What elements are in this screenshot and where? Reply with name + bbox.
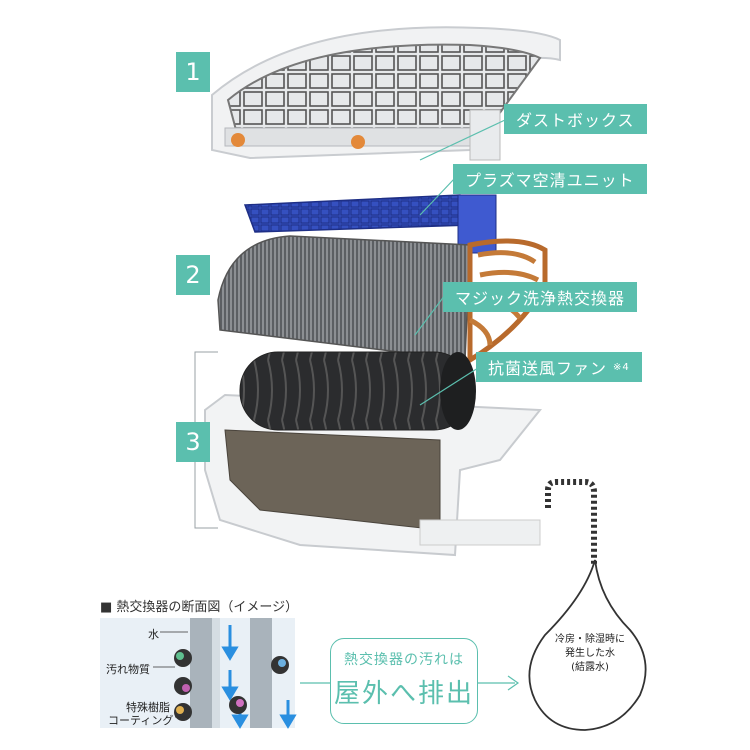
cross-section-title: ■ 熱交換器の断面図（イメージ） xyxy=(100,600,299,615)
drain-callout: 熱交換器の汚れは 屋外へ排出 xyxy=(330,638,478,724)
caption-water: 水 xyxy=(148,628,159,641)
part-number-2: 2 xyxy=(176,255,210,295)
heat-exchanger-cross-section xyxy=(100,618,297,729)
label-heat-exchanger: マジック洗浄熱交換器 xyxy=(443,282,638,312)
droplet-caption: 冷房・除湿時に 発生した水 (結露水) xyxy=(540,633,640,675)
label-dust-box: ダストボックス xyxy=(504,104,647,134)
label-dust-box-text: ダストボックス xyxy=(516,111,635,130)
droplet-line-1: 冷房・除湿時に xyxy=(555,634,625,645)
label-fan-note: ※4 xyxy=(613,361,630,373)
caption-coating-2: コーティング xyxy=(108,714,174,727)
filter-panel-part xyxy=(211,26,561,161)
water-droplet xyxy=(528,559,647,731)
label-heat-exchanger-text: マジック洗浄熱交換器 xyxy=(455,289,626,308)
droplet-line-3: (結露水) xyxy=(571,662,609,673)
caption-dirt: 汚れ物質 xyxy=(106,663,150,676)
fan-and-housing-part xyxy=(204,351,543,557)
label-plasma-unit-text: プラズマ空清ユニット xyxy=(465,171,635,190)
part-number-3: 3 xyxy=(176,422,210,462)
drain-pipe xyxy=(545,479,597,565)
caption-coating-1: 特殊樹脂 xyxy=(126,701,170,714)
label-plasma-unit: プラズマ空清ユニット xyxy=(453,164,647,194)
label-fan: 抗菌送風ファン ※4 xyxy=(476,352,642,382)
droplet-line-2: 発生した水 xyxy=(565,648,615,659)
callout-line-1: 熱交換器の汚れは xyxy=(344,652,464,668)
part-number-1: 1 xyxy=(176,52,210,92)
label-fan-text: 抗菌送風ファン xyxy=(488,359,608,378)
callout-line-2: 屋外へ排出 xyxy=(333,679,474,709)
